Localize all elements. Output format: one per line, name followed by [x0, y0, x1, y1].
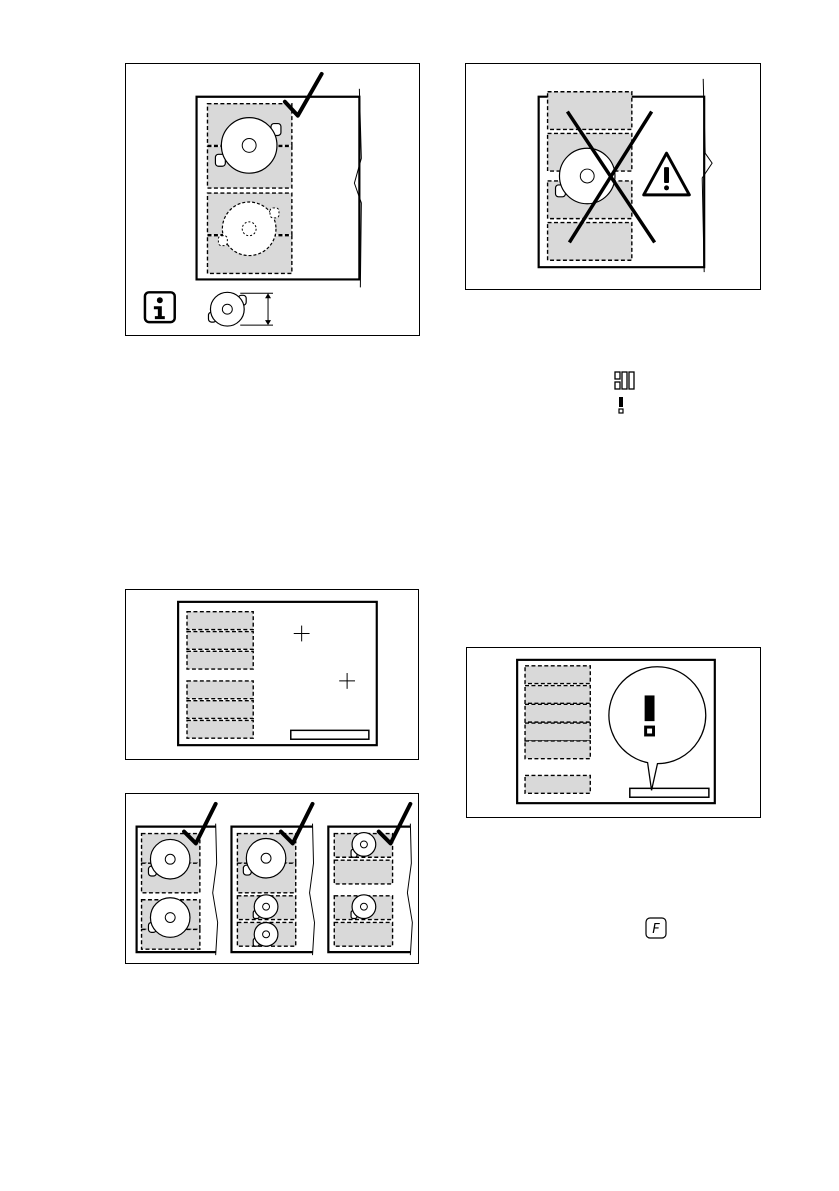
display-exclamation-icon [617, 396, 625, 414]
exclamation-icon [645, 695, 655, 735]
crosshair-icon [294, 626, 310, 642]
svg-text:F: F [652, 922, 660, 937]
figure-cooking-zone-crosshairs [125, 589, 419, 760]
function-f-icon: F [645, 917, 667, 939]
check-icon [281, 804, 313, 844]
check-icon [285, 74, 322, 116]
pan-diameter-icon [208, 292, 273, 326]
info-icon [145, 292, 175, 322]
figure-three-layouts [125, 793, 419, 964]
figure-correct-pan-placement [125, 63, 420, 336]
figure-display-warning [466, 647, 761, 818]
display-segments-icon [614, 371, 636, 391]
check-icon [379, 804, 411, 844]
check-icon [184, 804, 216, 844]
crosshair-icon [339, 673, 355, 689]
figure-incorrect-pan-placement [465, 63, 761, 290]
warning-icon [644, 153, 690, 195]
